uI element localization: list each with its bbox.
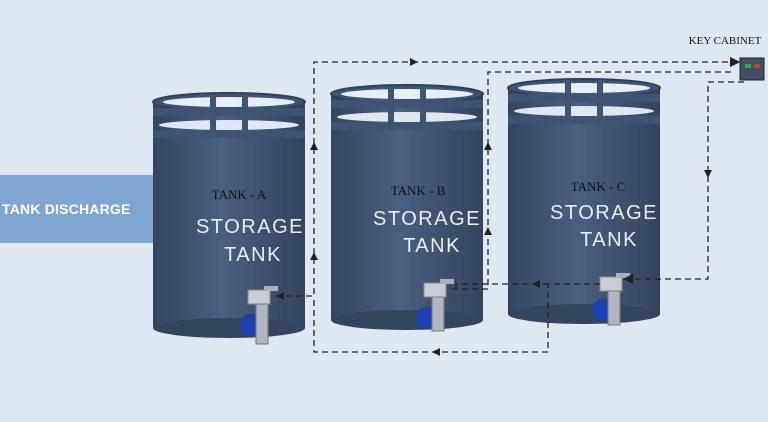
- flow-arrows: [276, 58, 712, 356]
- arrow-left-bottom: [432, 348, 440, 356]
- arrow-down-cabinet: [704, 170, 712, 178]
- tank-a-name: TANK - A: [212, 187, 267, 202]
- tank-c-line1: STORAGE: [550, 202, 658, 224]
- tank-b-line2: TANK: [403, 235, 461, 257]
- arrow-left-a: [276, 292, 284, 300]
- tank-c: TANK - C STORAGE TANK: [507, 78, 661, 326]
- tank-discharge-label: TANK DISCHARGE: [2, 201, 131, 217]
- tank-a-line2: TANK: [224, 244, 282, 266]
- key-cabinet: KEY CABINET: [689, 35, 765, 81]
- key-cabinet-label: KEY CABINET: [689, 35, 762, 47]
- tank-b: TANK - B STORAGE TANK: [330, 84, 484, 332]
- arrow-up-a: [310, 142, 318, 150]
- tank-a-line1: STORAGE: [196, 216, 304, 238]
- tank-b-name: TANK - B: [391, 183, 446, 198]
- arrow-up-b: [484, 142, 492, 150]
- tank-c-name: TANK - C: [571, 179, 626, 194]
- key-transfer-lines: [276, 56, 744, 353]
- tank-c-line2: TANK: [580, 229, 638, 251]
- arrow-up-b2: [484, 227, 492, 235]
- tank-discharge-banner: [0, 175, 155, 243]
- tank-b-line1: STORAGE: [373, 208, 481, 230]
- arrow-up-a2: [310, 252, 318, 260]
- tank-a: TANK - A STORAGE TANK: [152, 92, 306, 345]
- arrow-left-c: [532, 280, 540, 288]
- arrow-right-top: [410, 58, 418, 66]
